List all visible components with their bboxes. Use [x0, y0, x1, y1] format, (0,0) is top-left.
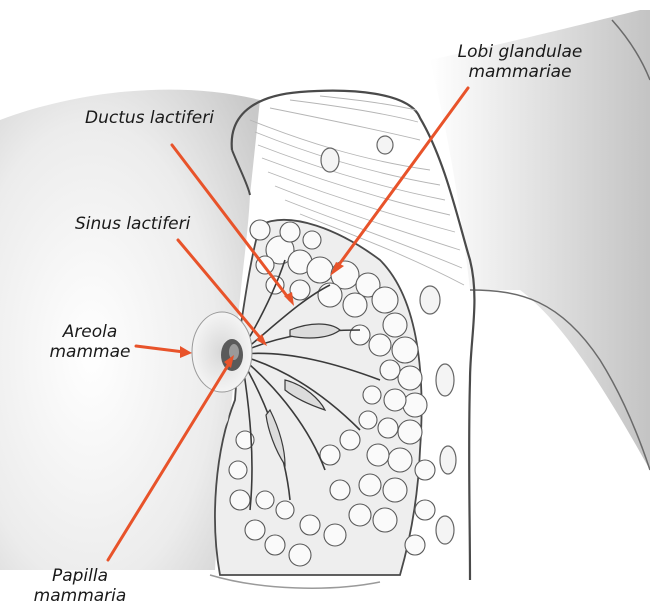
label-areola-line1: Areola — [40, 322, 140, 342]
label-lobi-line1: Lobi glandulae — [420, 42, 620, 62]
label-lobi-line2: mammariae — [420, 62, 620, 82]
label-areola-mammae: Areola mammae — [40, 322, 140, 362]
leader-lobi — [335, 88, 468, 270]
label-papilla-line2: mammaria — [20, 586, 140, 606]
label-papilla-mammaria: Papilla mammaria — [20, 566, 140, 606]
label-ductus-lactiferi: Ductus lactiferi — [85, 108, 214, 128]
label-papilla-line1: Papilla — [20, 566, 140, 586]
label-areola-line2: mammae — [40, 342, 140, 362]
mammary-gland — [215, 220, 435, 575]
label-lobi-glandulae: Lobi glandulae mammariae — [420, 42, 620, 82]
label-sinus-lactiferi: Sinus lactiferi — [75, 214, 190, 234]
nipple — [221, 339, 243, 371]
